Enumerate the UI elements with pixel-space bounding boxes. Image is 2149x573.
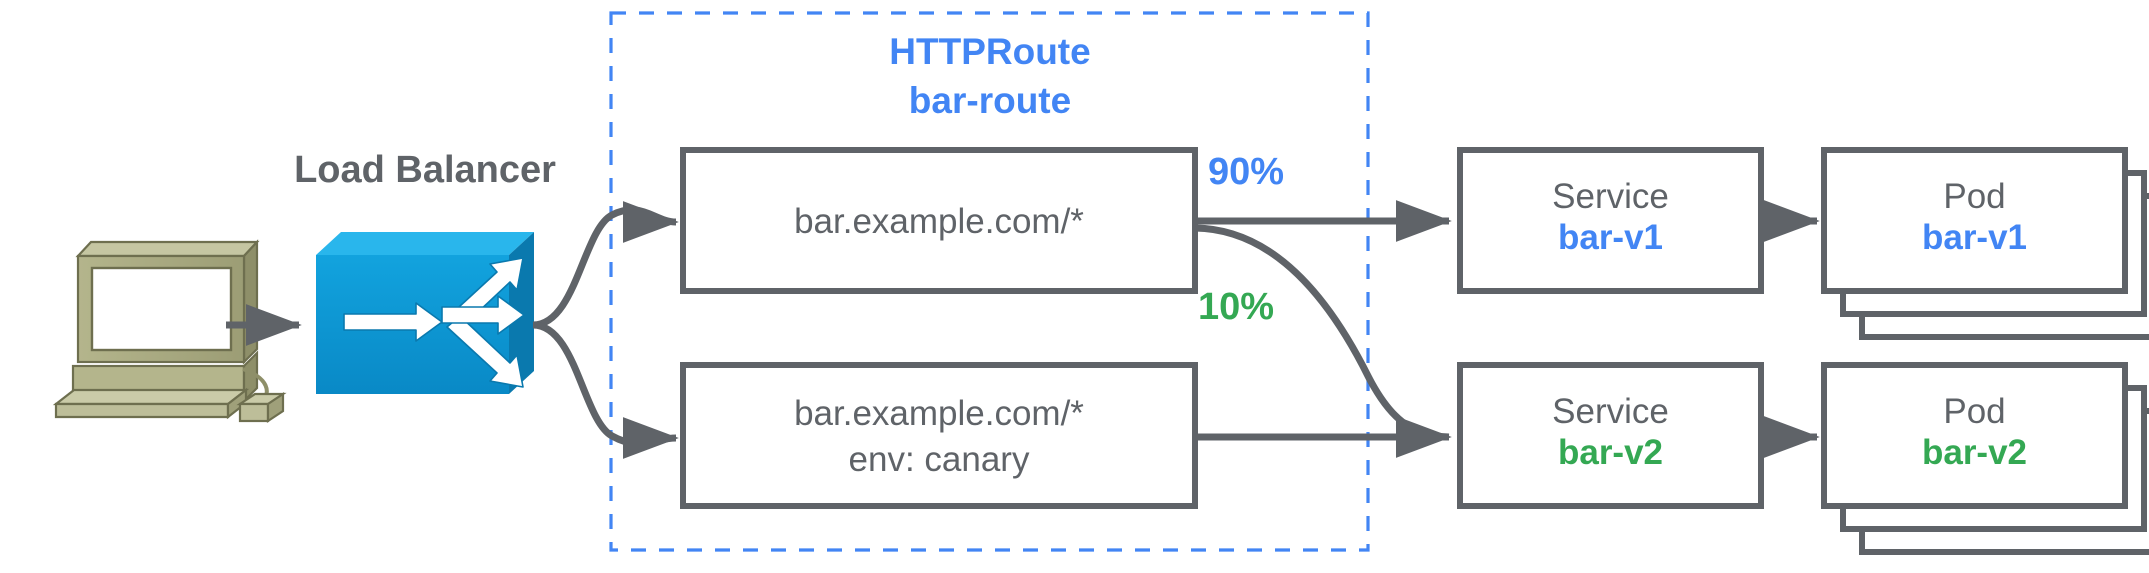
pod-bar-v2-label: Pod bar-v2 <box>1824 391 2125 474</box>
httproute-kind-label: HTTPRoute <box>889 31 1091 72</box>
pod-stack-bar-v2[interactable] <box>1821 362 2149 555</box>
pod-v1-name: bar-v1 <box>1921 218 2028 258</box>
service-v1-name: bar-v1 <box>1557 218 1664 258</box>
edge-lb-to-rule-primary <box>532 200 679 329</box>
load-balancer-label: Load Balancer <box>294 149 556 191</box>
pod-v2-kind: Pod <box>1943 392 2006 431</box>
service-bar-v2-label: Service bar-v2 <box>1460 391 1761 474</box>
rule-primary-line-1: bar.example.com/* <box>794 202 1084 241</box>
service-v2-kind: Service <box>1552 392 1669 431</box>
service-v2-name: bar-v2 <box>1557 433 1664 473</box>
httproute-name-label: bar-route <box>908 79 1072 121</box>
rule-canary-label: bar.example.com/* env: canary <box>683 391 1195 483</box>
weight-90-label: 90% <box>1208 151 1285 193</box>
rule-primary-label: bar.example.com/* <box>683 199 1195 245</box>
pod-v2-name: bar-v2 <box>1921 433 2028 473</box>
rule-canary-line-1: bar.example.com/* <box>794 394 1084 433</box>
weight-10-label: 10% <box>1198 286 1275 328</box>
pod-stack-bar-v1[interactable] <box>1821 147 2149 340</box>
edge-weight-10-to-service-v2 <box>1194 224 1450 441</box>
httproute-label: HTTPRoute bar-route <box>790 28 1190 126</box>
pod-bar-v1-label: Pod bar-v1 <box>1824 176 2125 259</box>
edge-lb-to-rule-canary <box>532 321 679 460</box>
rule-box-canary[interactable] <box>680 362 1198 509</box>
pod-v1-kind: Pod <box>1943 177 2006 216</box>
service-box-bar-v2[interactable] <box>1457 362 1764 509</box>
httproute-boundary <box>609 11 1370 552</box>
network-switch-icon <box>316 232 534 394</box>
service-v1-kind: Service <box>1552 177 1669 216</box>
service-bar-v1-label: Service bar-v1 <box>1460 176 1761 259</box>
service-box-bar-v1[interactable] <box>1457 147 1764 294</box>
computer-workstation-icon <box>52 239 287 424</box>
rule-canary-line-2: env: canary <box>848 440 1030 480</box>
